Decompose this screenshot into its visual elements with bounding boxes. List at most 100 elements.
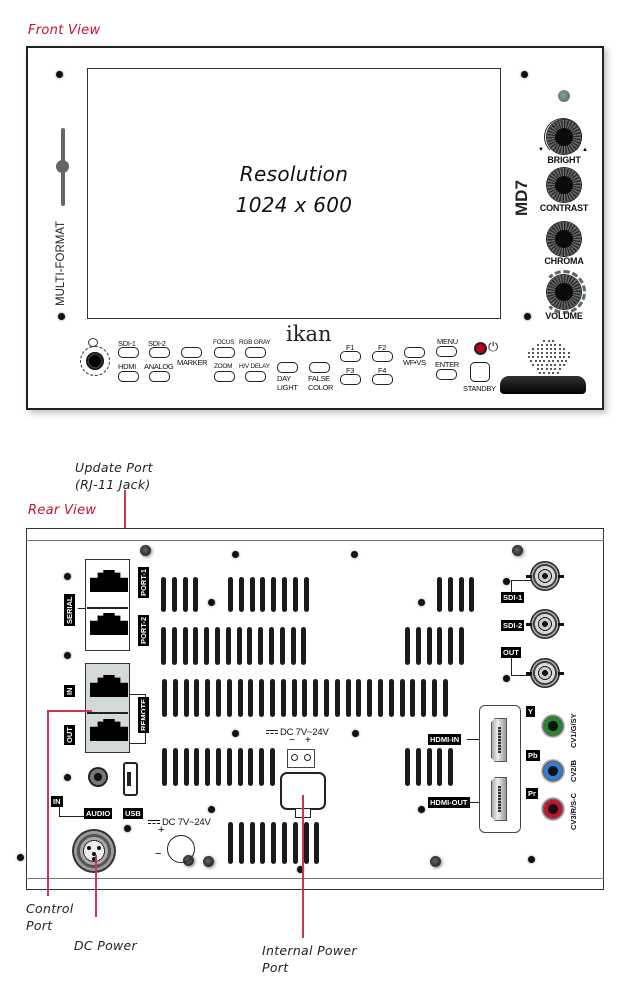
- f4-button[interactable]: [372, 374, 393, 385]
- zoom-button-label: ZOOM: [214, 363, 233, 370]
- speaker-hole-icon: [554, 356, 557, 358]
- multi-format-label: MULTI-FORMAT: [55, 220, 67, 306]
- zoom-button[interactable]: [214, 371, 235, 382]
- sdi-2-bnc-connector[interactable]: [530, 609, 560, 639]
- sdi2-button[interactable]: [149, 347, 170, 358]
- rgb-gray-button[interactable]: [245, 347, 266, 358]
- vent-slot: [292, 577, 298, 612]
- f2-button[interactable]: [372, 351, 393, 362]
- port-divider: [87, 607, 128, 609]
- speaker-hole-icon: [563, 352, 566, 354]
- terminal-block[interactable]: [287, 749, 315, 768]
- dc-xlr-voltage-text: DC 7V~24V: [162, 817, 211, 828]
- vent-slot: [292, 822, 298, 864]
- screw-icon: [58, 313, 65, 320]
- rca-pr-connector[interactable]: [541, 797, 565, 821]
- rca-y-connector[interactable]: [541, 714, 565, 738]
- sdi-out-bnc-connector[interactable]: [530, 658, 560, 688]
- day-light-button[interactable]: [277, 362, 298, 373]
- speaker-hole-icon: [554, 344, 557, 346]
- bnc-stub-icon: [526, 672, 532, 675]
- vent-slot: [314, 822, 320, 864]
- speaker-hole-icon: [558, 352, 561, 354]
- vent-slot: [367, 679, 373, 717]
- screw-icon: [203, 856, 214, 867]
- dc-symbol-icon: [266, 730, 278, 735]
- dc-power-xlr-connector[interactable]: [72, 829, 116, 873]
- false-color-label-line2: COLOR: [308, 383, 334, 392]
- hv-delay-button[interactable]: [245, 371, 266, 382]
- vent-slot: [182, 627, 188, 665]
- f4-button-label: F4: [378, 366, 387, 375]
- hdmi-in-port[interactable]: [491, 718, 507, 762]
- y-tag: Y: [526, 706, 536, 717]
- dc-xlr-voltage-label: DC 7V~24V: [148, 817, 211, 828]
- focus-button[interactable]: [214, 347, 235, 358]
- cv3-label: CV3/R/S-C: [569, 792, 578, 830]
- sdi1-button[interactable]: [118, 347, 139, 358]
- speaker-hole-icon: [550, 344, 552, 346]
- speaker-hole-icon: [536, 368, 539, 370]
- volume-knob[interactable]: [547, 275, 581, 309]
- standby-button[interactable]: [470, 362, 490, 382]
- audio-in-jack[interactable]: [88, 767, 108, 787]
- remote-out-jack[interactable]: [90, 719, 128, 741]
- remote-in-tag: IN: [64, 685, 75, 697]
- ambient-sensor-icon: [558, 90, 570, 102]
- f2-button-label: F2: [378, 343, 387, 352]
- speaker-hole-icon: [534, 360, 537, 362]
- sdi-out-connector-line: [511, 658, 531, 676]
- menu-button[interactable]: [436, 346, 457, 357]
- sdi-1-connector-line: [511, 580, 531, 593]
- enter-button[interactable]: [436, 369, 457, 380]
- vent-slot: [282, 577, 287, 612]
- hdmi-in-tag: HDMI-IN: [428, 734, 462, 745]
- f1-button[interactable]: [340, 351, 361, 362]
- hdmi-button[interactable]: [118, 371, 139, 382]
- serial-tag: SERIAL: [64, 594, 75, 626]
- rca-pb-connector[interactable]: [541, 759, 565, 783]
- f3-button-label: F3: [346, 366, 355, 375]
- speaker-hole-icon: [567, 352, 570, 354]
- vent-slot: [271, 822, 277, 864]
- vent-slot: [279, 627, 285, 665]
- vent-slot: [260, 822, 266, 864]
- dc-internal-voltage-text: DC 7V~24V: [280, 727, 329, 738]
- f1-button-label: F1: [346, 343, 355, 352]
- remote-in-jack[interactable]: [90, 675, 128, 697]
- vent-slot: [437, 748, 443, 786]
- wf-vs-button[interactable]: [404, 347, 425, 358]
- contrast-knob[interactable]: [547, 168, 581, 202]
- vent-slot: [226, 679, 232, 717]
- chroma-knob[interactable]: [547, 222, 581, 256]
- speaker-hole-icon: [545, 348, 548, 350]
- screw-icon: [418, 599, 425, 606]
- f3-button[interactable]: [340, 374, 361, 385]
- rear-top-edge: [26, 528, 604, 541]
- analog-button[interactable]: [149, 371, 170, 382]
- sdi2-button-label: SDI-2: [148, 339, 166, 348]
- contrast-label: CONTRAST: [539, 203, 589, 213]
- sdi-1-bnc-connector[interactable]: [530, 561, 560, 591]
- vent-slot: [426, 748, 432, 786]
- speaker-hole-icon: [550, 352, 552, 354]
- vent-slot: [225, 627, 231, 665]
- vent-slot: [183, 679, 189, 717]
- vent-slot: [388, 679, 394, 717]
- speaker-hole-icon: [547, 360, 550, 362]
- vent-slot: [437, 577, 442, 612]
- marker-button[interactable]: [181, 347, 202, 358]
- serial-port-2-jack[interactable]: [90, 613, 128, 635]
- hdmi-out-port[interactable]: [491, 777, 507, 821]
- terminal-screw-icon: [291, 754, 298, 761]
- speaker-hole-icon: [563, 364, 566, 366]
- joystick-button[interactable]: [86, 352, 104, 370]
- vent-slot: [280, 679, 286, 717]
- vent-slot: [334, 679, 340, 717]
- vent-slot: [378, 679, 383, 717]
- false-color-button[interactable]: [309, 362, 330, 373]
- speaker-hole-icon: [532, 364, 535, 366]
- bright-knob[interactable]: [547, 120, 581, 154]
- serial-port-1-jack[interactable]: [90, 570, 128, 592]
